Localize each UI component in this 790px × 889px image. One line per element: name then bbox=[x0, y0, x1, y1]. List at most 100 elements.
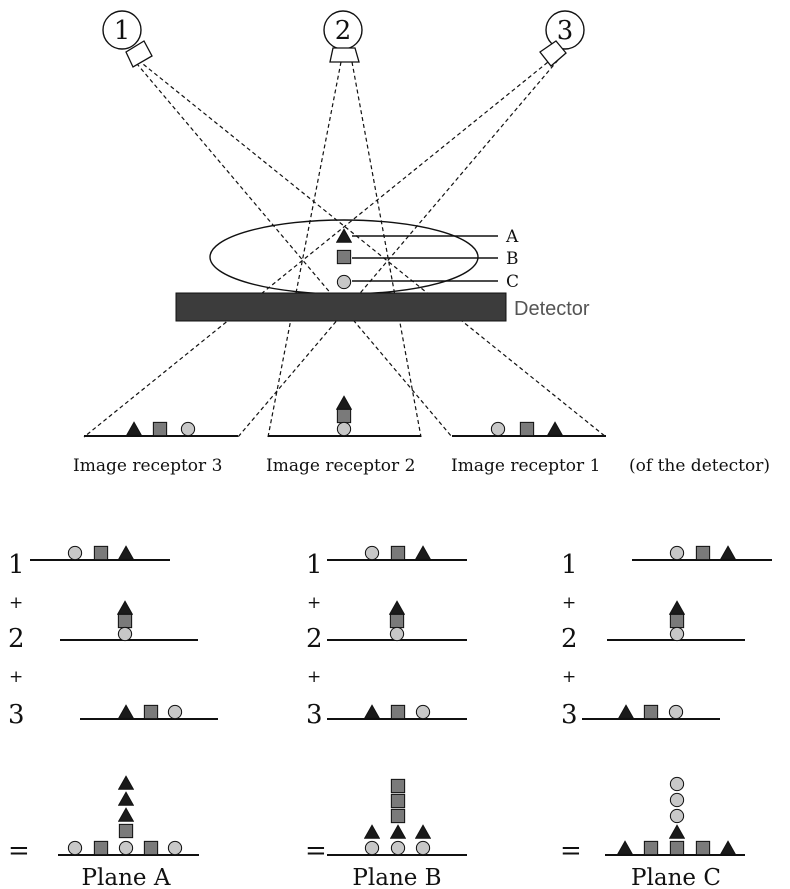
plane-b-row-2-square bbox=[389, 613, 405, 629]
plane-a-row-1-square bbox=[93, 545, 109, 561]
source-1: 1 bbox=[102, 10, 153, 68]
source-2-label: 2 bbox=[335, 16, 352, 46]
plane-c-sum-square-3 bbox=[695, 840, 711, 856]
object-a-label: A bbox=[505, 227, 519, 247]
plane-c-sum-circle-1 bbox=[669, 808, 685, 824]
receptor-3-square bbox=[152, 421, 168, 437]
plane-c-plus-1: + bbox=[562, 593, 576, 613]
plane-c-sum-circle-2 bbox=[669, 792, 685, 808]
source-3-tube bbox=[545, 10, 585, 50]
receptor-2-circle bbox=[336, 421, 352, 437]
projection-lines bbox=[83, 57, 607, 438]
receptor-2-square bbox=[336, 408, 352, 424]
plane-b-sum-circle-1 bbox=[364, 840, 380, 856]
plane-b-plus-2: + bbox=[307, 667, 321, 687]
receptor-3-label: Image receptor 3 bbox=[73, 456, 222, 476]
plane-b-sum-triangle-3 bbox=[415, 824, 431, 839]
source-2: 2 bbox=[323, 10, 363, 63]
source-3-collimator bbox=[539, 40, 567, 67]
plane-c-row-1-triangle bbox=[720, 545, 736, 560]
plane-c-row-2-circle bbox=[669, 626, 685, 642]
plane-b-sum-circle-3 bbox=[415, 840, 431, 856]
detector: Detector bbox=[175, 292, 590, 322]
plane-c-sum-triangle-2 bbox=[720, 840, 736, 855]
plane-a-equals: = bbox=[8, 836, 30, 866]
plane-c-sum-triangle-1 bbox=[617, 840, 633, 855]
plane-a-row-3-circle bbox=[167, 704, 183, 720]
detector-bar bbox=[175, 292, 507, 322]
plane-c-row-1-square bbox=[695, 545, 711, 561]
plane-a-sum-circle-2 bbox=[118, 840, 134, 856]
object-c-label: C bbox=[506, 272, 519, 292]
source-2-collimator bbox=[329, 47, 360, 63]
receptor-1-triangle bbox=[547, 421, 563, 436]
plane-a-sum-triangle-1 bbox=[118, 807, 134, 822]
receptor-2-triangle bbox=[336, 395, 352, 410]
object-phantom: A B C bbox=[209, 219, 519, 295]
receptor-note: (of the detector) bbox=[629, 456, 770, 476]
plane-a-plus-1: + bbox=[9, 593, 23, 613]
object-b-label: B bbox=[506, 249, 519, 269]
plane-c-sum-circle-3 bbox=[669, 776, 685, 792]
plane-a-row-3-triangle bbox=[118, 704, 134, 719]
plane-b-sum-circle-2 bbox=[390, 840, 406, 856]
plane-a-sum-triangle-2 bbox=[118, 791, 134, 806]
plane-b-row-2-triangle bbox=[389, 600, 405, 615]
plane-c-row-1-label: 1 bbox=[561, 550, 578, 580]
plane-a-row-1-label: 1 bbox=[8, 550, 25, 580]
plane-b-row-3-square bbox=[390, 704, 406, 720]
plane-b-row-1-square bbox=[390, 545, 406, 561]
receptor-1-circle bbox=[490, 421, 506, 437]
ray-source1-left bbox=[131, 57, 453, 438]
plane-a-sum-square-1 bbox=[93, 840, 109, 856]
plane-b-label: Plane B bbox=[352, 865, 441, 889]
plane-c-row-3-triangle bbox=[618, 704, 634, 719]
plane-b-row-2-circle bbox=[389, 626, 405, 642]
plane-c-row-3-square bbox=[643, 704, 659, 720]
plane-a-sum-triangle-3 bbox=[118, 775, 134, 790]
plane-a-row-1-triangle bbox=[118, 545, 134, 560]
plane-b-plus-1: + bbox=[307, 593, 321, 613]
ray-source1-right bbox=[137, 59, 607, 438]
object-b-square bbox=[336, 249, 352, 265]
plane-b-sum-triangle-1 bbox=[364, 824, 380, 839]
receptor-1-label: Image receptor 1 bbox=[451, 456, 600, 476]
plane-a-sum-square-center bbox=[118, 823, 134, 839]
plane-a-row-2-circle bbox=[117, 626, 133, 642]
plane-a-row-1-circle bbox=[67, 545, 83, 561]
plane-a-row-2-label: 2 bbox=[8, 624, 25, 654]
plane-a-row-2-triangle bbox=[117, 600, 133, 615]
source-1-label: 1 bbox=[114, 16, 131, 46]
ray-source2-left bbox=[267, 61, 342, 438]
plane-c-sum-square-2 bbox=[669, 840, 685, 856]
plane-a-row-3-square bbox=[143, 704, 159, 720]
plane-a-plus-2: + bbox=[9, 667, 23, 687]
receptor-3-circle bbox=[180, 421, 196, 437]
ray-source3-right bbox=[237, 59, 559, 438]
plane-c-row-3-label: 3 bbox=[561, 700, 578, 730]
plane-a-sum-square-2 bbox=[143, 840, 159, 856]
plane-b-sum-triangle-2 bbox=[390, 824, 406, 839]
source-1-collimator bbox=[125, 40, 153, 68]
source-1-tube bbox=[102, 10, 142, 50]
plane-c-row-2-triangle bbox=[669, 600, 685, 615]
plane-c-plus-2: + bbox=[562, 667, 576, 687]
plane-b-column: 1 + 2 + 3 = Plane B bbox=[305, 545, 467, 889]
plane-b-equals: = bbox=[305, 836, 327, 866]
image-receptors: Image receptor 3 Image receptor 2 Image … bbox=[73, 395, 770, 476]
plane-b-row-1-circle bbox=[364, 545, 380, 561]
plane-c-label: Plane C bbox=[631, 865, 721, 889]
receptor-1-square bbox=[519, 421, 535, 437]
plane-c-row-2-label: 2 bbox=[561, 624, 578, 654]
source-3: 3 bbox=[539, 10, 585, 67]
plane-b-sum-square-2 bbox=[390, 793, 406, 809]
plane-c-row-2-square bbox=[669, 613, 685, 629]
plane-b-row-3-circle bbox=[415, 704, 431, 720]
plane-c-row-3-circle bbox=[668, 704, 684, 720]
object-c-circle bbox=[336, 274, 352, 290]
receptor-3-triangle bbox=[126, 421, 142, 436]
ray-source3-left bbox=[83, 57, 554, 438]
plane-a-sum-circle-1 bbox=[67, 840, 83, 856]
plane-b-row-2-label: 2 bbox=[306, 624, 323, 654]
